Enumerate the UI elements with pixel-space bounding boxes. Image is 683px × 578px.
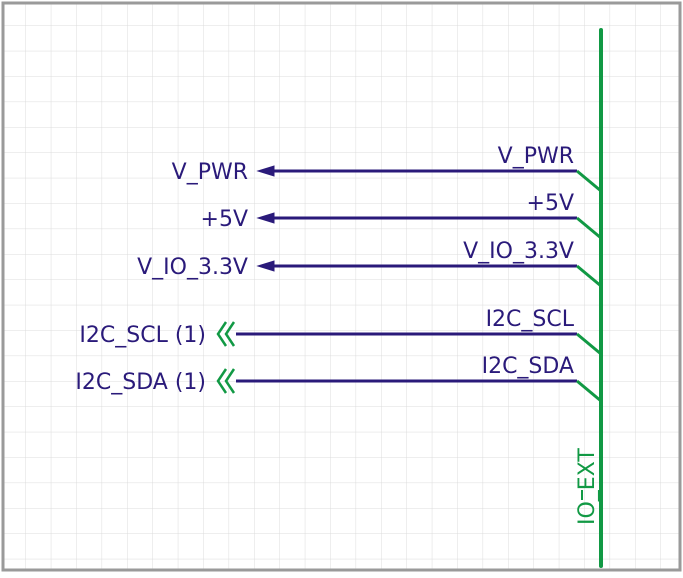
bus-entry-v-io-3v3[interactable] [576, 264, 602, 288]
wire-label-i2c-scl: I2C_SCL [486, 307, 575, 332]
bus-entry-i2c-scl[interactable] [576, 332, 602, 356]
bus-entry-v-pwr[interactable] [576, 169, 602, 193]
port-label-v-pwr: V_PWR [172, 160, 248, 185]
nets-layer: V_PWR V_PWR +5V +5V V_IO_3.3V V_IO_3.3V I2C_SC… [75, 144, 602, 403]
net-plus-5v: +5V +5V [201, 191, 602, 240]
net-i2c-scl: I2C_SCL I2C_SCL (1) [79, 307, 602, 356]
wire-label-v-io-3v3: V_IO_3.3V [463, 239, 574, 264]
bus-label: IO_EXT [575, 448, 600, 525]
net-v-io-3v3: V_IO_3.3V V_IO_3.3V [137, 239, 602, 288]
bus-entry-plus-5v[interactable] [576, 216, 602, 240]
grid [4, 4, 679, 569]
offsheet-chevron-inner-icon-i2c-sda [224, 368, 236, 394]
net-i2c-sda: I2C_SDA I2C_SDA (1) [75, 354, 602, 403]
port-label-i2c-scl: I2C_SCL (1) [79, 323, 206, 348]
wire-label-plus-5v: +5V [527, 191, 574, 216]
port-label-v-io-3v3: V_IO_3.3V [137, 255, 248, 280]
wire-label-v-pwr: V_PWR [498, 144, 574, 169]
port-label-plus-5v: +5V [201, 207, 248, 232]
offsheet-chevron-outer-icon-i2c-sda [216, 368, 228, 394]
net-v-pwr: V_PWR V_PWR [172, 144, 602, 193]
port-label-i2c-sda: I2C_SDA (1) [75, 370, 206, 395]
offsheet-chevron-outer-icon-i2c-scl [216, 321, 228, 347]
offsheet-chevron-inner-icon-i2c-scl [224, 321, 236, 347]
wire-label-i2c-sda: I2C_SDA [482, 354, 574, 379]
bus-entry-i2c-sda[interactable] [576, 379, 602, 403]
